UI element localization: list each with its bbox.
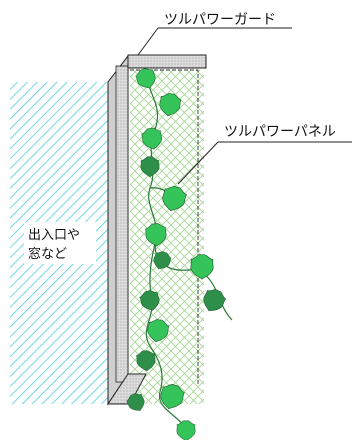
- wall-post-front: [115, 65, 129, 383]
- ivy-leaf-icon: [162, 186, 187, 212]
- tsurupower-guard: [127, 54, 207, 69]
- ivy-leaf-icon: [160, 384, 185, 410]
- panel-frame: [130, 69, 199, 384]
- ivy-leaf-icon: [126, 393, 145, 412]
- ivy-leaf-icon: [135, 68, 156, 89]
- ivy-leaf-icon: [141, 127, 163, 150]
- guard-leader-line: [137, 27, 159, 56]
- ivy-leaf-icon: [190, 254, 214, 280]
- panel-leader-line: [177, 141, 219, 185]
- ivy-leaf-icon: [147, 319, 170, 343]
- opening-label-line1: 出入口や: [28, 228, 80, 243]
- ivy-leaf-icon: [136, 350, 156, 372]
- ivy-leaf-icon: [159, 93, 182, 117]
- tsurupower-panel: [130, 70, 204, 404]
- ivy-leaf-icon: [145, 223, 167, 247]
- guard-label: ツルパワーガード: [164, 12, 276, 28]
- ivy-leaf-icon: [203, 289, 227, 312]
- ivy-leaf-icon: [139, 290, 160, 311]
- base-bracket: [107, 373, 147, 405]
- opening-label-bg: [24, 222, 96, 264]
- ivy-leaves: [126, 68, 227, 440]
- ivy-leaf-icon: [140, 156, 160, 178]
- panel-label: ツルパワーパネル: [224, 124, 336, 140]
- opening-label-line2: 窓など: [28, 246, 67, 262]
- ivy-leaf-icon: [176, 420, 196, 440]
- ivy-leaf-icon: [153, 251, 172, 270]
